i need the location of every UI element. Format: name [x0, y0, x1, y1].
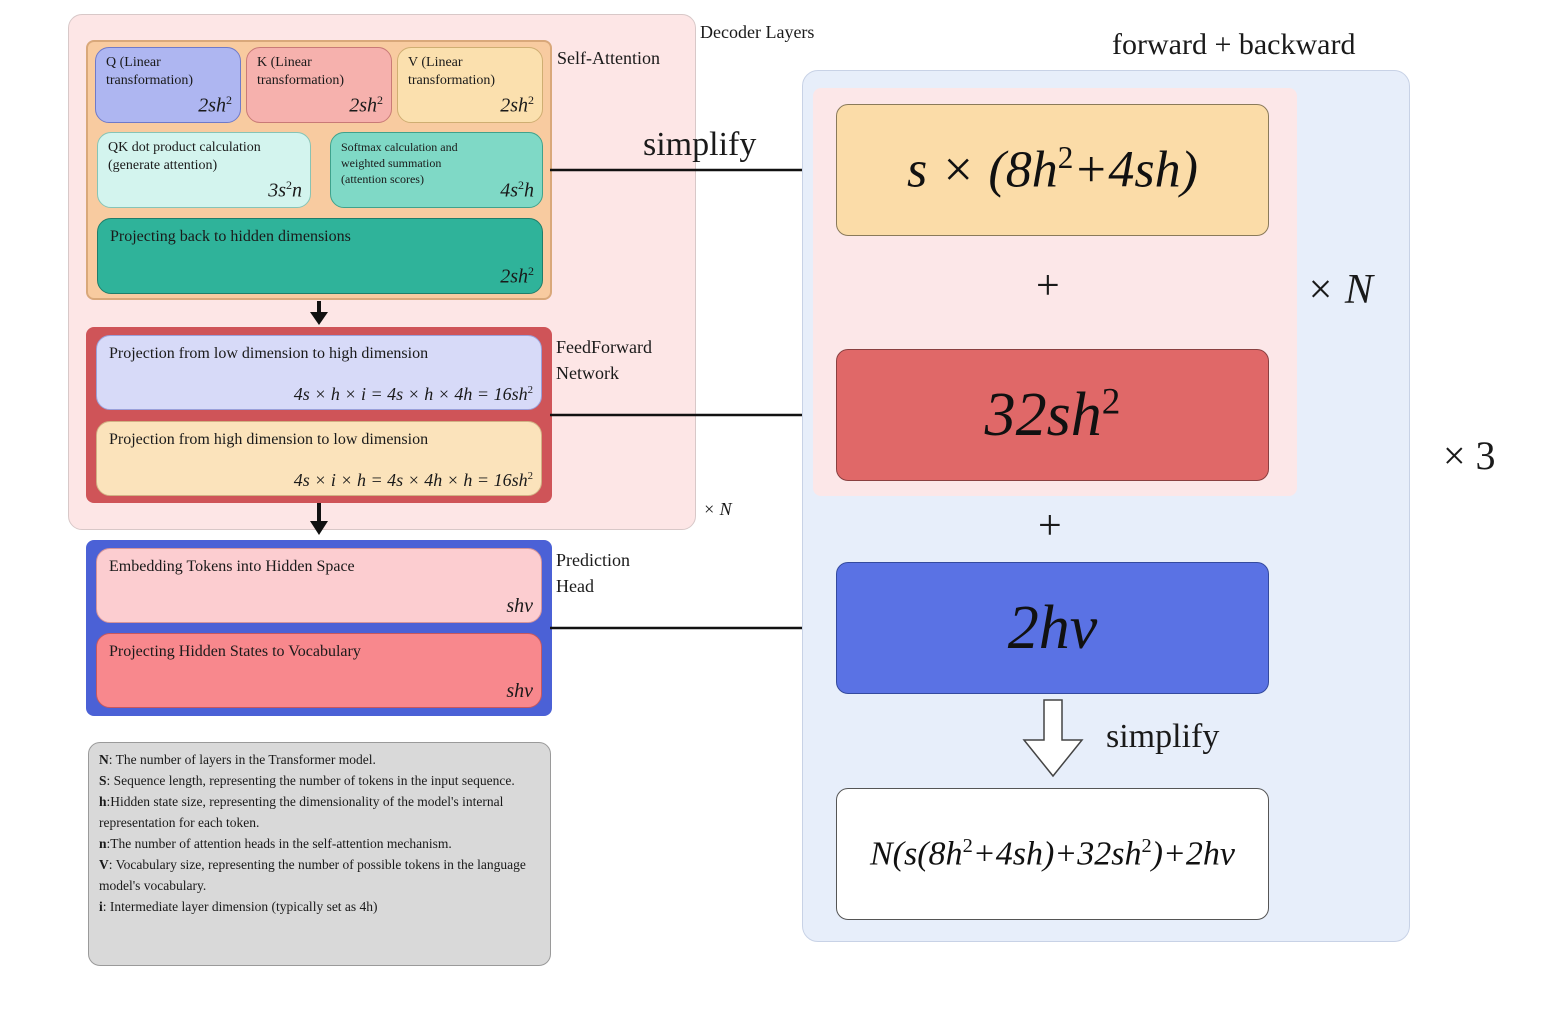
ffn-up-title: Projection from low dimension to high di…	[109, 345, 429, 362]
legend-key: N	[99, 752, 109, 767]
legend-text: :The number of attention heads in the se…	[106, 836, 452, 851]
arrow-down-icon	[310, 312, 328, 325]
embedding-formula: shv	[506, 595, 533, 617]
legend-item: V: Vocabulary size, representing the num…	[99, 854, 540, 896]
decoder-repeat-label: × N	[703, 499, 732, 519]
q-linear-formula: 2sh2	[198, 93, 232, 117]
hollow-arrow-down-icon	[1022, 699, 1084, 778]
ffn-up-box: Projection from low dimension to high di…	[96, 335, 542, 410]
legend-text: : Sequence length, representing the numb…	[106, 773, 515, 788]
legend-list: N: The number of layers in the Transform…	[99, 749, 540, 917]
legend-item: n:The number of attention heads in the s…	[99, 833, 540, 854]
q-linear-box: Q (Linear transformation) 2sh2	[95, 47, 241, 123]
softmax-title: Softmax calculation and weighted summati…	[341, 140, 458, 186]
legend-text: : The number of layers in the Transforme…	[108, 752, 376, 767]
legend-box: N: The number of layers in the Transform…	[88, 742, 551, 966]
feedforward-label: FeedForward Network	[556, 334, 652, 386]
legend-text: : Vocabulary size, representing the numb…	[99, 857, 526, 893]
prediction-head-label-line1: Prediction	[556, 550, 630, 570]
times-3-label: × 3	[1443, 433, 1496, 478]
qk-dot-product-box: QK dot product calculation (generate att…	[97, 132, 311, 208]
q-linear-title: Q (Linear transformation)	[106, 55, 194, 88]
legend-item: S: Sequence length, representing the num…	[99, 770, 540, 791]
k-linear-formula: 2sh2	[349, 93, 383, 117]
legend-key: n	[99, 836, 107, 851]
softmax-box: Softmax calculation and weighted summati…	[330, 132, 543, 208]
left-arrows	[310, 301, 328, 535]
legend-text: :Hidden state size, representing the dim…	[99, 794, 504, 830]
k-linear-box: K (Linear transformation) 2sh2	[246, 47, 392, 123]
ffn-formula: 32sh2	[984, 380, 1121, 449]
plus-sign-2: +	[1038, 503, 1062, 549]
legend-item: N: The number of layers in the Transform…	[99, 749, 540, 770]
decoder-layers-label: Decoder Layers	[700, 22, 815, 42]
right-title: forward + backward	[1112, 28, 1356, 61]
legend-key: V	[99, 857, 109, 872]
legend-key: S	[99, 773, 107, 788]
projecting-back-formula: 2sh2	[500, 264, 534, 288]
prediction-head-label-line2: Head	[556, 576, 594, 596]
attention-formula-box: s × (8h2+4sh)	[836, 104, 1269, 236]
projecting-back-title: Projecting back to hidden dimensions	[110, 228, 351, 245]
ffn-down-title: Projection from high dimension to low di…	[109, 431, 429, 448]
final-formula-box: N(s(8h2+4sh)+32sh2)+2hv	[836, 788, 1269, 920]
head-formula-box: 2hv	[836, 562, 1269, 694]
ffn-formula-box: 32sh2	[836, 349, 1269, 481]
self-attention-label: Self-Attention	[557, 48, 660, 68]
embedding-box: Embedding Tokens into Hidden Space shv	[96, 548, 542, 623]
arrow-down-icon	[310, 521, 328, 535]
ffn-up-formula: 4s × h × i = 4s × h × 4h = 16sh2	[293, 384, 533, 404]
ffn-down-formula: 4s × i × h = 4s × 4h × h = 16sh2	[293, 470, 533, 490]
connector-arrows	[550, 164, 838, 634]
final-formula: N(s(8h2+4sh)+32sh2)+2hv	[870, 834, 1235, 873]
k-linear-title: K (Linear transformation)	[257, 55, 345, 88]
head-formula: 2hv	[1007, 593, 1098, 662]
simplify-bottom-label: simplify	[1106, 718, 1220, 755]
plus-sign-1: +	[1036, 263, 1060, 309]
repeat-n-label: × N	[1306, 267, 1373, 313]
projecting-vocab-box: Projecting Hidden States to Vocabulary s…	[96, 633, 542, 708]
ffn-down-box: Projection from high dimension to low di…	[96, 421, 542, 496]
projecting-vocab-title: Projecting Hidden States to Vocabulary	[109, 643, 361, 660]
feedforward-label-line1: FeedForward	[556, 337, 652, 357]
projecting-vocab-formula: shv	[506, 680, 533, 702]
embedding-title: Embedding Tokens into Hidden Space	[109, 558, 355, 575]
attention-formula: s × (8h2+4sh)	[907, 140, 1198, 199]
legend-key: h	[99, 794, 107, 809]
prediction-head-label: Prediction Head	[556, 547, 630, 599]
feedforward-label-line2: Network	[556, 363, 619, 383]
legend-item: i: Intermediate layer dimension (typical…	[99, 896, 540, 917]
simplify-top-label: simplify	[643, 126, 757, 163]
v-linear-formula: 2sh2	[500, 93, 534, 117]
legend-text: : Intermediate layer dimension (typicall…	[102, 899, 378, 914]
v-linear-title: V (Linear transformation)	[408, 55, 496, 88]
qk-dot-product-title: QK dot product calculation (generate att…	[108, 140, 261, 173]
qk-dot-product-formula: 3s2n	[268, 178, 302, 202]
softmax-formula: 4s2h	[500, 178, 534, 202]
projecting-back-box: Projecting back to hidden dimensions 2sh…	[97, 218, 543, 294]
legend-key: i	[99, 899, 103, 914]
v-linear-box: V (Linear transformation) 2sh2	[397, 47, 543, 123]
legend-item: h:Hidden state size, representing the di…	[99, 791, 540, 833]
